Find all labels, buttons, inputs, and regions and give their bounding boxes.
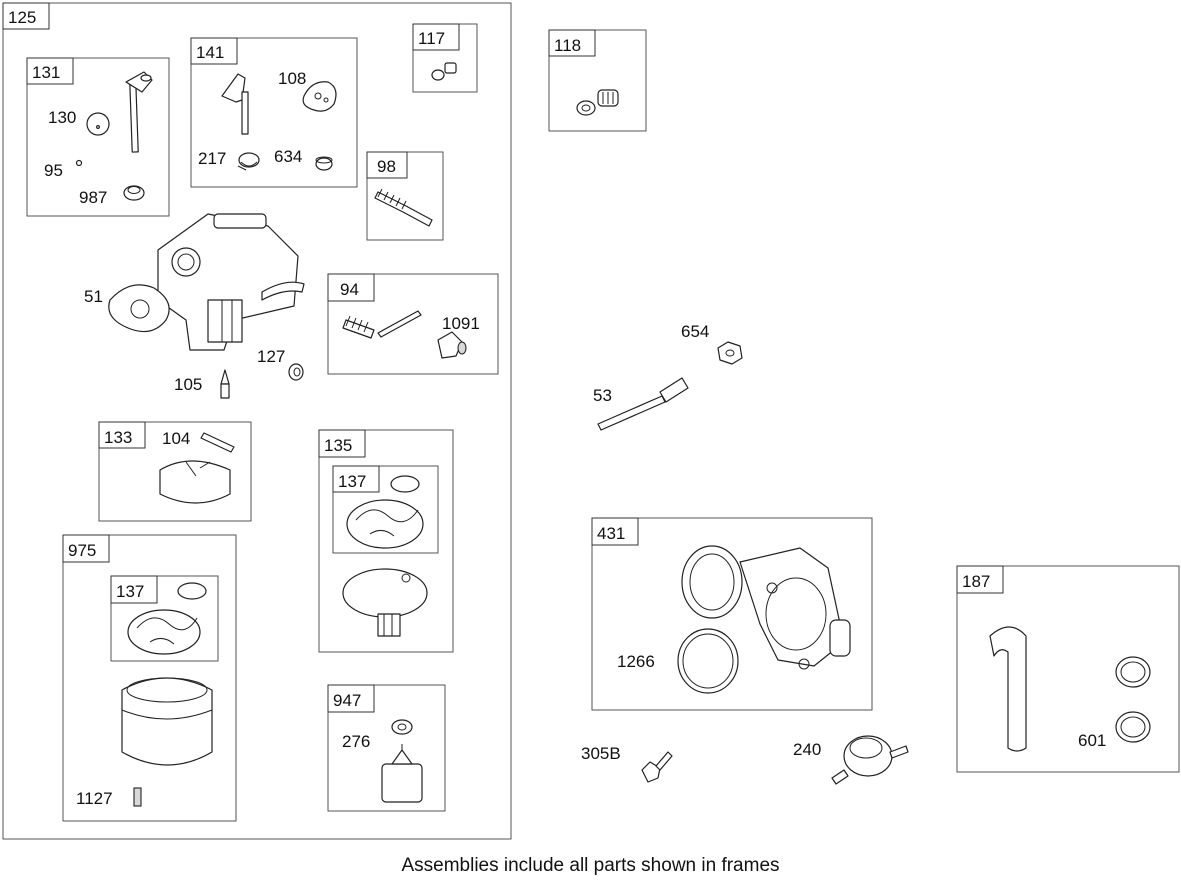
part-98-idle-screw	[374, 188, 433, 227]
frame-tag-117: 117	[418, 29, 445, 48]
part-108-gasket	[302, 81, 337, 112]
part-127-washer	[288, 363, 304, 381]
part-105-jet	[220, 369, 230, 399]
part-601-hose-clamp-upper	[1115, 656, 1151, 688]
frame-118: 118	[548, 29, 647, 132]
part-118-seat	[576, 89, 619, 116]
frame-141: 141	[190, 37, 358, 188]
part-51-gasket	[108, 284, 170, 333]
label-108: 108	[278, 69, 306, 88]
part-601-hose-clamp-lower	[1115, 711, 1151, 743]
label-217: 217	[198, 149, 226, 168]
frame-tag-947: 947	[333, 691, 361, 710]
frame-137-a: 137	[332, 465, 439, 554]
frame-tag-125: 125	[8, 8, 36, 27]
part-431-intake-elbow	[681, 545, 851, 670]
part-276-washer	[391, 719, 413, 735]
part-1266-o-ring	[677, 628, 739, 694]
frame-117: 117	[412, 23, 478, 93]
label-1266: 1266	[617, 652, 655, 671]
label-601: 601	[1078, 731, 1106, 750]
part-947-solenoid	[381, 744, 423, 803]
part-133-float	[159, 460, 231, 504]
part-130-throttle-plate	[86, 112, 110, 136]
part-94-needle-spring	[342, 310, 422, 339]
part-1127-screw	[133, 787, 142, 807]
part-53-stud	[597, 377, 689, 431]
part-137-bowl-gasket-a	[346, 475, 424, 549]
frame-tag-431: 431	[597, 524, 625, 543]
part-135-float-plate	[342, 568, 428, 637]
label-987: 987	[79, 188, 107, 207]
frame-tag-94: 94	[340, 280, 359, 299]
frame-137-b: 137	[110, 575, 219, 662]
label-51: 51	[84, 287, 103, 306]
label-105: 105	[174, 375, 202, 394]
part-141-choke-lever	[221, 73, 249, 135]
part-654-nut	[717, 341, 743, 365]
part-throttle-shaft	[125, 71, 153, 153]
frame-131: 131	[26, 57, 170, 217]
part-104-pin	[200, 432, 235, 453]
label-1127: 1127	[76, 789, 113, 808]
label-127: 127	[257, 347, 285, 366]
frame-133: 133	[98, 421, 252, 522]
label-130: 130	[48, 108, 76, 127]
part-975-fuel-bowl	[121, 677, 213, 766]
frame-tag-133: 133	[104, 428, 132, 447]
frame-947: 947	[327, 684, 446, 812]
part-137-bowl-gasket-b	[127, 582, 207, 655]
part-117-seat	[431, 62, 457, 81]
part-187-fuel-hose	[989, 626, 1027, 752]
label-654: 654	[681, 322, 709, 341]
part-carburetor-body	[157, 213, 305, 351]
frame-tag-187: 187	[962, 572, 990, 591]
part-1091-cap	[437, 331, 467, 359]
frame-tag-131: 131	[32, 63, 60, 82]
label-276: 276	[342, 732, 370, 751]
frame-135: 135	[318, 429, 454, 653]
label-240: 240	[793, 740, 821, 759]
part-305b-bolt	[641, 751, 673, 783]
label-1091: 1091	[442, 314, 480, 333]
part-95-screw	[75, 159, 83, 167]
frame-tag-135: 135	[324, 436, 352, 455]
frame-tag-141: 141	[196, 43, 224, 62]
frame-431: 431	[591, 517, 873, 711]
frame-tag-137-b: 137	[116, 582, 144, 601]
frame-tag-137-a: 137	[338, 472, 366, 491]
label-95: 95	[44, 161, 63, 180]
part-240-pulse-pump	[831, 735, 909, 785]
frame-94: 94	[327, 273, 499, 375]
label-104: 104	[162, 429, 190, 448]
part-987-bushing	[123, 185, 145, 201]
part-217-spring	[237, 152, 260, 171]
label-305b: 305B	[581, 744, 621, 763]
frame-tag-975: 975	[68, 541, 96, 560]
frame-187: 187	[956, 565, 1180, 773]
frame-975: 975	[62, 534, 237, 822]
frame-tag-98: 98	[377, 157, 396, 176]
label-53: 53	[593, 386, 612, 405]
frame-125: 125	[2, 2, 512, 840]
frame-98: 98	[366, 151, 444, 241]
diagram-caption: Assemblies include all parts shown in fr…	[401, 855, 780, 876]
label-634: 634	[274, 147, 302, 166]
frame-tag-118: 118	[554, 36, 581, 55]
part-634-bushing	[315, 156, 333, 171]
